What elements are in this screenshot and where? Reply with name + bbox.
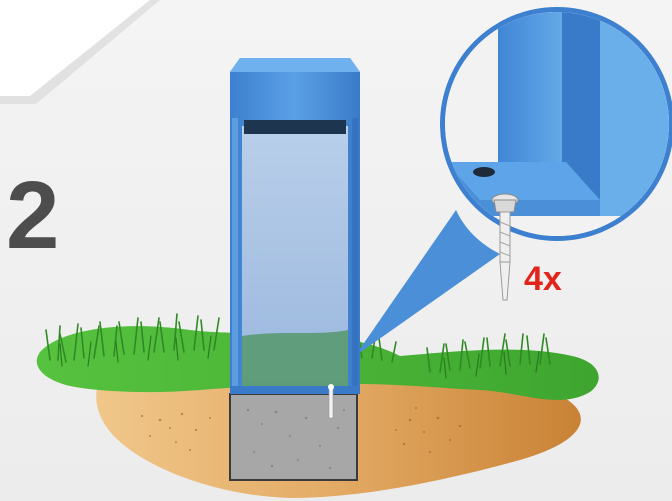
screw-quantity-label: 4x: [524, 262, 562, 296]
step-number: 2: [6, 168, 59, 264]
post-icon: [230, 58, 360, 418]
concrete-footing-icon: [230, 394, 357, 480]
